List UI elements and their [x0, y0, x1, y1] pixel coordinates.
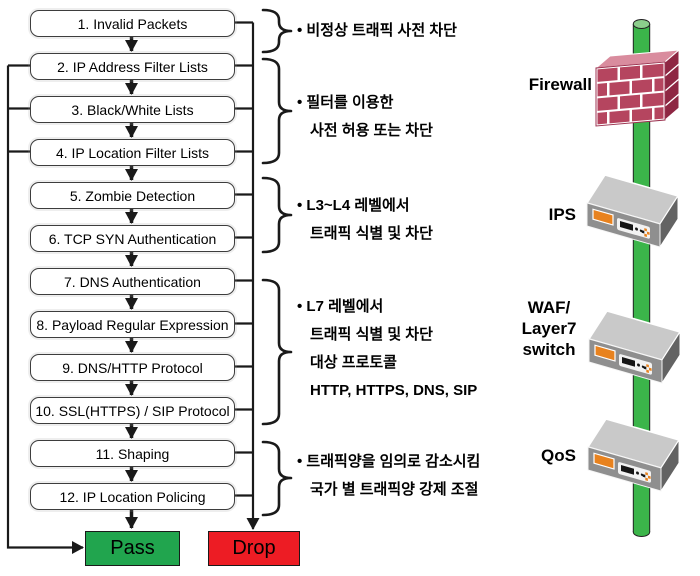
qos-appliance-icon	[587, 418, 680, 492]
drop-box: Drop	[208, 531, 300, 566]
annotation-filter: • 필터를 이용한 사전 허용 또는 차단	[297, 94, 433, 139]
annotation-shaping: • 트래픽양을 임의로 감소시킴 국가 별 트래픽양 강제 조절	[297, 453, 481, 498]
flow-step-6: 6. TCP SYN Authentication	[30, 225, 235, 252]
qos-label: QoS	[541, 446, 576, 465]
annotation-l7: • L7 레벨에서 트래픽 식별 및 차단 대상 프로토콜 HTTP, HTTP…	[297, 298, 478, 399]
flow-step-11: 11. Shaping	[30, 440, 235, 467]
flow-step-5: 5. Zombie Detection	[30, 182, 235, 209]
flow-step-2: 2. IP Address Filter Lists	[30, 53, 235, 80]
brace-4	[261, 278, 293, 426]
drop-line	[233, 21, 260, 530]
ips-label: IPS	[548, 205, 576, 224]
flow-step-7: 7. DNS Authentication	[30, 268, 235, 295]
flow-step-10: 10. SSL(HTTPS) / SIP Protocol	[30, 397, 235, 424]
brace-2	[261, 57, 293, 165]
ips-appliance-icon	[586, 174, 679, 248]
firewall-icon	[594, 48, 681, 127]
flow-step-12: 12. IP Location Policing	[30, 483, 235, 510]
waf-appliance-icon	[588, 310, 681, 384]
brace-1	[261, 8, 293, 54]
firewall-label: Firewall	[528, 75, 592, 94]
brace-3	[261, 176, 293, 254]
pass-bypass-line	[6, 64, 84, 554]
flow-step-9: 9. DNS/HTTP Protocol	[30, 354, 235, 381]
flow-step-4: 4. IP Location Filter Lists	[30, 139, 235, 166]
flow-step-8: 8. Payload Regular Expression	[30, 311, 235, 338]
flow-step-1: 1. Invalid Packets	[30, 10, 235, 37]
annotation-abnormal-traffic: • 비정상 트래픽 사전 차단	[297, 22, 457, 39]
pass-box: Pass	[85, 531, 180, 566]
brace-5	[261, 440, 293, 517]
annotation-l3-l4: • L3~L4 레벨에서 트래픽 식별 및 차단	[297, 197, 433, 242]
flow-step-3: 3. Black/White Lists	[30, 96, 235, 123]
waf-layer7-switch-label: WAF/ Layer7 switch	[521, 298, 577, 359]
